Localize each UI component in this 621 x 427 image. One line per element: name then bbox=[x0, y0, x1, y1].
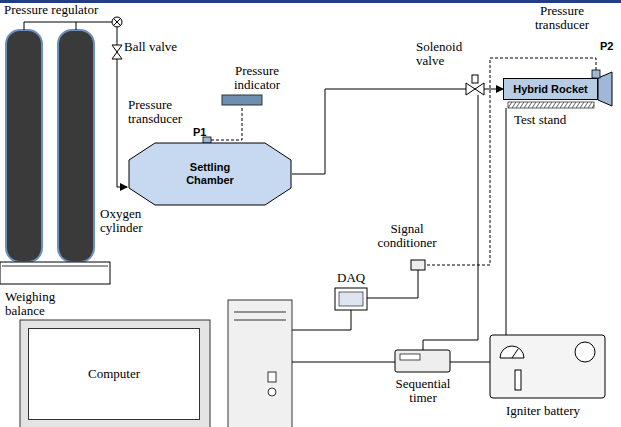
solenoid-valve-symbol bbox=[466, 83, 484, 95]
part-label: Sequential timer bbox=[388, 377, 458, 406]
timer-display bbox=[400, 354, 420, 360]
battery-switch bbox=[515, 370, 521, 390]
node-label: Settling Chamber bbox=[175, 161, 245, 186]
flow-line bbox=[292, 89, 503, 174]
part-label: Ball valve bbox=[124, 40, 177, 54]
power-switch bbox=[268, 372, 276, 382]
drive-slot bbox=[234, 312, 286, 313]
sequential-timer-box bbox=[395, 350, 450, 372]
pressure-transducer-symbol bbox=[592, 70, 600, 78]
part-label: Pressure transducer bbox=[528, 4, 596, 33]
pressure-regulator-symbol bbox=[112, 17, 122, 27]
part-label: Pressure transducer bbox=[128, 98, 192, 127]
feed-pipe bbox=[24, 22, 117, 30]
battery-knob bbox=[575, 342, 595, 362]
drive-slot bbox=[234, 320, 286, 321]
chamber-outline bbox=[129, 143, 291, 205]
test-stand bbox=[508, 102, 594, 108]
ball-valve-symbol bbox=[112, 45, 122, 59]
wire bbox=[506, 108, 507, 335]
battery-meter bbox=[500, 346, 524, 358]
wire bbox=[292, 310, 351, 330]
rocket-box: Hybrid Rocket bbox=[503, 78, 598, 100]
computer-screen: Computer bbox=[28, 328, 200, 420]
solenoid-actuator bbox=[472, 75, 478, 83]
part-label: Test stand bbox=[514, 113, 566, 127]
part-label: Pressure indicator bbox=[222, 64, 292, 93]
pressure-indicator-box bbox=[222, 95, 262, 105]
callout-label: P2 bbox=[600, 40, 613, 52]
node-label: Computer bbox=[88, 367, 140, 382]
weighing-balance bbox=[0, 262, 110, 284]
wire bbox=[367, 270, 418, 298]
callout-label: P1 bbox=[193, 126, 206, 138]
part-label: Igniter battery bbox=[506, 404, 580, 418]
part-label: Pressure regulator bbox=[4, 3, 98, 17]
wire bbox=[292, 362, 395, 363]
wire bbox=[423, 95, 478, 350]
computer-monitor bbox=[20, 320, 210, 427]
daq-unit bbox=[335, 288, 367, 310]
oxygen-cylinder bbox=[58, 30, 94, 262]
pressure-regulator-symbol bbox=[114, 19, 121, 26]
part-label: Weighing balance bbox=[5, 290, 65, 319]
daq-screen bbox=[339, 292, 363, 306]
settling-chamber: Settling Chamber bbox=[128, 142, 292, 206]
node-label: Hybrid Rocket bbox=[513, 83, 588, 96]
part-label: DAQ bbox=[337, 271, 365, 285]
oxygen-cylinder bbox=[6, 30, 42, 262]
signal-wire bbox=[211, 106, 242, 140]
part-label: Signal conditioner bbox=[368, 222, 446, 251]
igniter-battery-box bbox=[490, 335, 605, 398]
part-label: Oxygen cylinder bbox=[100, 207, 154, 236]
balance-plate bbox=[2, 266, 108, 267]
meter-needle bbox=[512, 349, 518, 358]
power-led bbox=[268, 388, 276, 396]
part-label: Solenoid valve bbox=[416, 40, 468, 69]
computer-tower bbox=[228, 300, 292, 427]
signal-conditioner-box bbox=[411, 260, 425, 270]
wire bbox=[450, 362, 490, 363]
